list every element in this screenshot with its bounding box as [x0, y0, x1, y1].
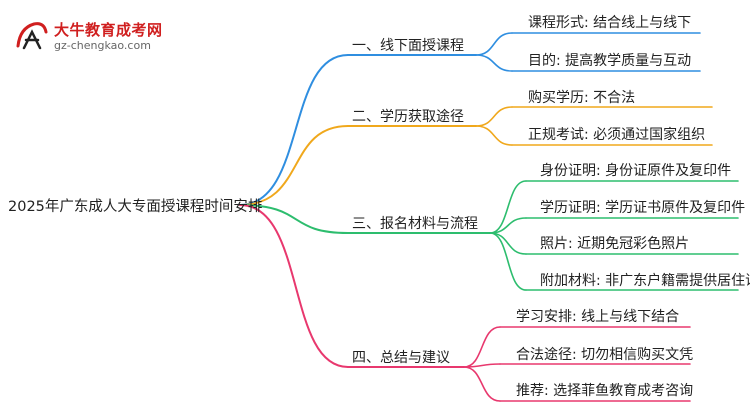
leaf-study-plan: 学习安排: 线上与线下结合: [516, 309, 680, 325]
branch-degree-paths: 二、学历获取途径: [352, 109, 464, 125]
leaf-connector-3-0: [463, 326, 501, 368]
root-connector-3: [239, 204, 349, 368]
logo-title: 大牛教育成考网: [54, 21, 163, 39]
root-connector-2: [239, 204, 349, 234]
leaf-degree-proof: 学历证明: 学历证书原件及复印件: [540, 200, 746, 216]
leaf-course-format: 课程形式: 结合线上与线下: [528, 15, 692, 31]
leaf-connector-1-1: [475, 125, 513, 146]
leaf-photo: 照片: 近期免冠彩色照片: [540, 236, 690, 252]
root-connector-1: [239, 125, 349, 206]
leaf-recommendation: 推荐: 选择菲鱼教育成考咨询: [516, 383, 694, 399]
leaf-formal-exam: 正规考试: 必须通过国家组织: [528, 127, 706, 143]
logo-url: gz-chengkao.com: [54, 39, 151, 52]
leaf-connector-0-1: [475, 54, 513, 72]
branch-materials-process: 三、报名材料与流程: [352, 216, 478, 232]
leaf-connector-1-0: [475, 106, 513, 127]
leaf-buy-degree: 购买学历: 不合法: [528, 90, 636, 106]
root-topic: 2025年广东成人大专面授课程时间安排: [8, 199, 263, 215]
site-logo[interactable]: 大牛教育成考网 gz-chengkao.com: [14, 18, 214, 58]
leaf-connector-3-2: [463, 366, 501, 402]
leaf-connector-2-1: [489, 217, 527, 234]
root-connector-0: [239, 54, 349, 206]
branch-offline-courses: 一、线下面授课程: [352, 38, 464, 54]
leaf-connector-2-0: [489, 180, 527, 234]
leaf-id-proof: 身份证明: 身份证原件及复印件: [540, 163, 732, 179]
leaf-connector-2-2: [489, 232, 527, 255]
leaf-extra-materials: 附加材料: 非广东户籍需提供居住证: [540, 273, 750, 289]
leaf-course-goal: 目的: 提高教学质量与互动: [528, 53, 692, 69]
branch-summary-advice: 四、总结与建议: [352, 350, 450, 366]
leaf-connector-2-3: [489, 232, 527, 291]
leaf-legal-path: 合法途径: 切勿相信购买文凭: [516, 347, 694, 363]
logo-icon: [16, 22, 48, 50]
leaf-connector-0-0: [475, 32, 513, 56]
